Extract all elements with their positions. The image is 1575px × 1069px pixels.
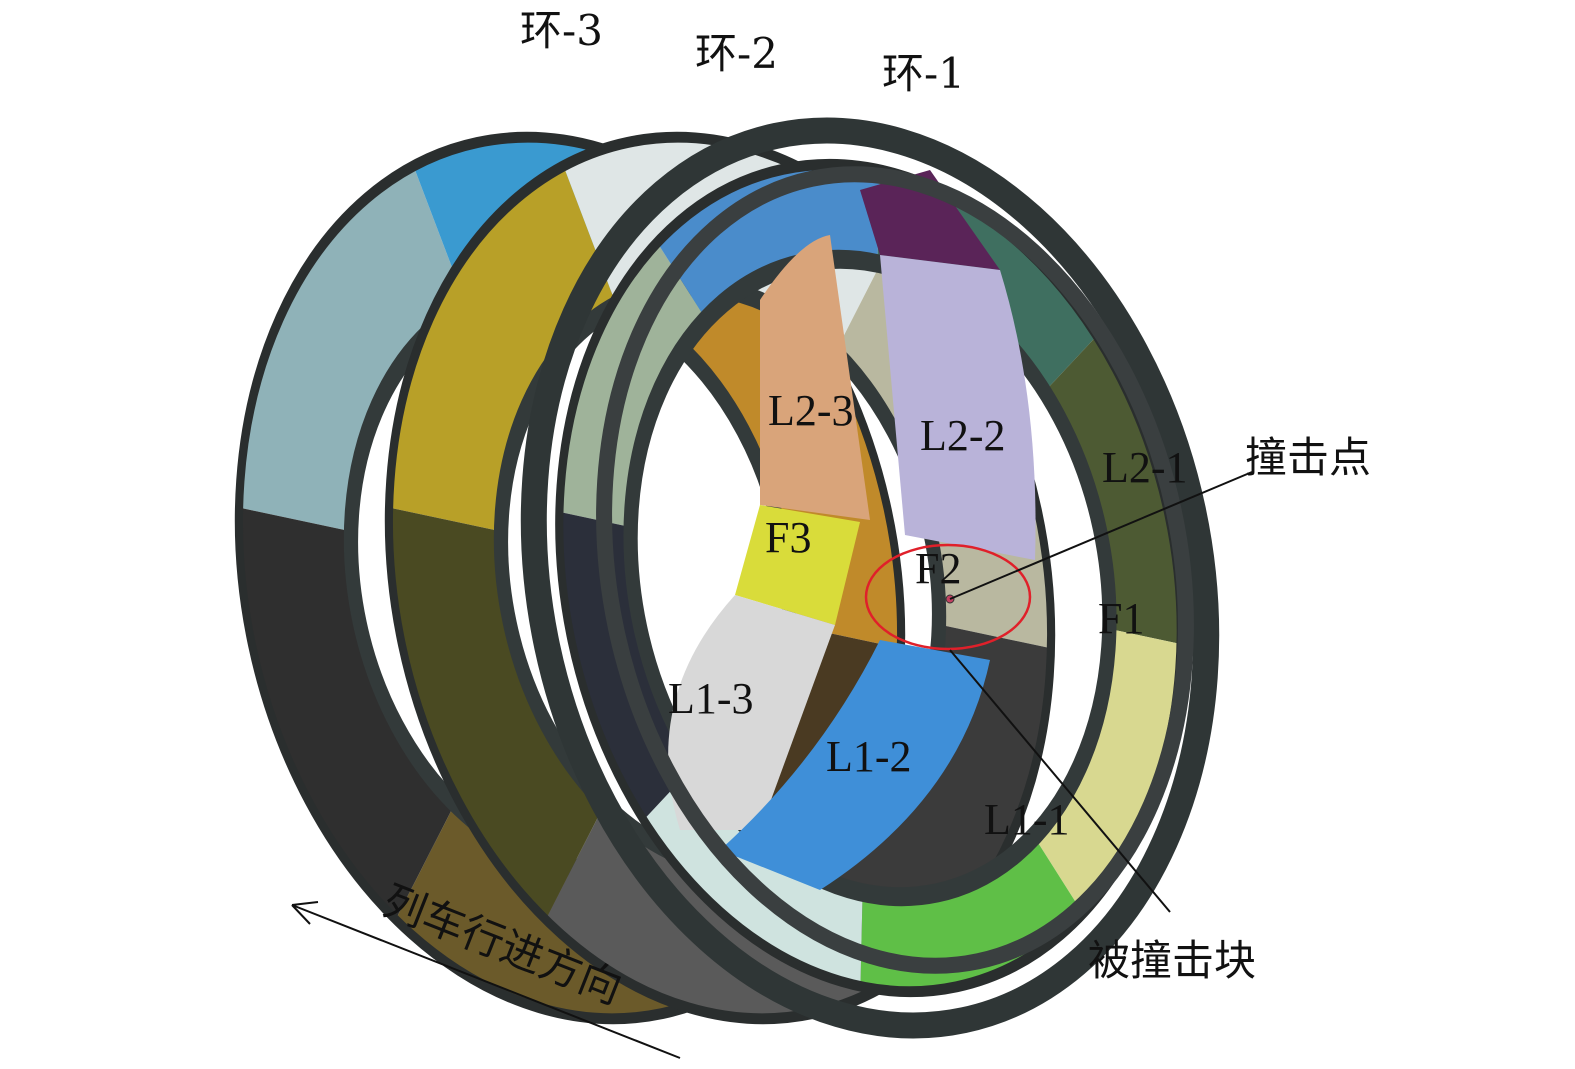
- block-label-l1-1: L1-1: [984, 795, 1070, 844]
- block-label-f2: F2: [915, 544, 961, 593]
- inner-block-l2-2-top: [860, 170, 1000, 270]
- ring-1-front-rim: [520, 117, 1220, 1039]
- ring-1-segment: [559, 164, 1181, 992]
- ring-3-outer-edge: [234, 131, 906, 1025]
- ring-1-segment: [559, 164, 1181, 992]
- block-label-l1-2: L1-2: [826, 732, 912, 781]
- block-label-l2-2: L2-2: [920, 411, 1006, 460]
- inner-block-l1-2: [720, 640, 990, 890]
- ring-2-segment: [388, 137, 1052, 1019]
- impact-highlight-ellipse: [864, 543, 1032, 651]
- block-label-l2-1: L2-1: [1102, 443, 1188, 492]
- inner-faces: [668, 170, 1036, 890]
- impact-point-leader: [949, 471, 1253, 600]
- inner-block-l2-3: [760, 235, 870, 520]
- ring-1-segment: [559, 164, 1181, 992]
- block-label-l2-3: L2-3: [768, 386, 854, 435]
- rings-group: [234, 131, 1185, 1025]
- block-label-l1-3: L1-3: [668, 674, 754, 723]
- inner-block-l2-2: [880, 255, 1036, 560]
- impact-point-label: 撞击点: [1245, 433, 1371, 482]
- block-label-f3: F3: [765, 513, 811, 562]
- block-label-f1: F1: [1098, 594, 1144, 643]
- ring-1-inner-rim: [596, 166, 1194, 974]
- ring-3-segment: [238, 137, 902, 1019]
- ring-3-label: 环-3: [520, 6, 603, 55]
- inner-block-l1-3: [668, 595, 835, 830]
- impacted-block-leader: [949, 649, 1171, 913]
- impacted-block-label: 被撞击块: [1088, 936, 1256, 985]
- arrow-head-icon: [291, 901, 319, 925]
- ring-2-label: 环-2: [695, 29, 778, 78]
- inner-block-f3: [735, 505, 860, 625]
- ring-1-label: 环-1: [882, 49, 965, 98]
